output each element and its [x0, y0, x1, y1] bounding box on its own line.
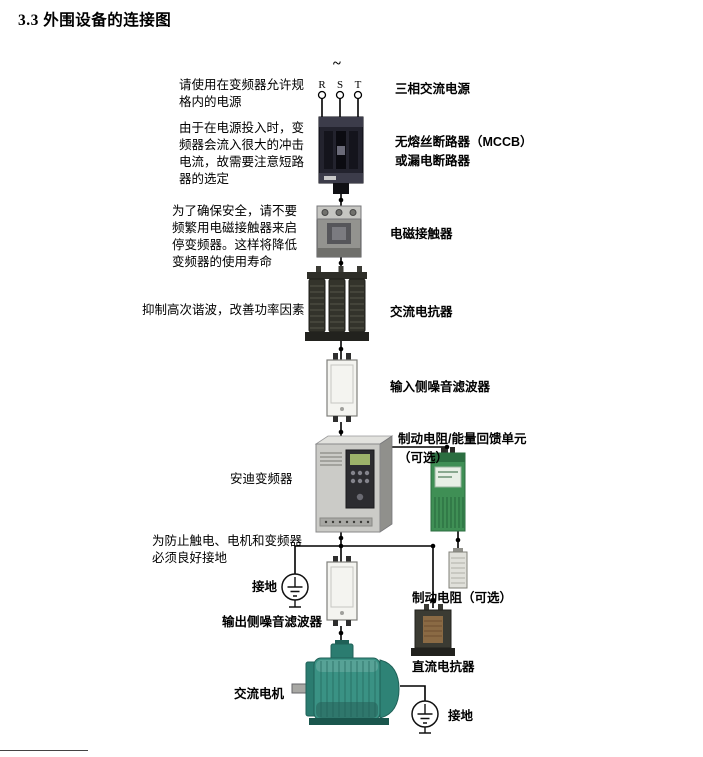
motor-label: 交流电机 [234, 687, 285, 701]
motor-fan-cover [379, 659, 400, 719]
breaker-terminal-block [333, 183, 349, 194]
reactor-base [305, 332, 369, 341]
mccb-label: 无熔丝断路器（MCCB） 或漏电断路器 [395, 135, 533, 168]
braking-unit-image [430, 447, 466, 532]
braking-resistor-image [448, 548, 468, 589]
note-power-spec: 请使用在变频器允许规 格内的电源 [179, 78, 305, 109]
dc-reactor-image [411, 604, 455, 656]
inverter-image [314, 435, 394, 533]
phase-s-label: S [336, 79, 344, 91]
motor-image [291, 640, 400, 725]
contactor-image [316, 205, 362, 258]
power-source-label: 三相交流电源 [395, 82, 471, 96]
ground-right-label: 接地 [448, 709, 474, 723]
note-inrush-current: 由于在电源投入时，变 频器会流入很大的冲击 电流，故需要注意短路 器的选定 [179, 121, 305, 186]
output-noise-filter-image [326, 556, 358, 626]
power-terminals [317, 90, 363, 100]
phase-t-label: T [354, 79, 362, 91]
ac-reactor-image [305, 266, 369, 341]
section-title: 3.3 外围设备的连接图 [18, 12, 172, 29]
contactor-screw [335, 209, 343, 216]
breaker-toggle [337, 146, 345, 155]
terminal-dots [338, 197, 461, 636]
ground-symbol-right [411, 700, 439, 734]
contactor-screw [349, 209, 357, 216]
ac-reactor-label: 交流电抗器 [390, 305, 453, 319]
ground-left-label: 接地 [252, 580, 278, 594]
note-harmonics: 抑制高次谐波，改善功率因素 [142, 303, 305, 317]
mccb-breaker-image [318, 116, 364, 194]
phase-r-label: R [318, 79, 326, 91]
braking-unit-fins [434, 497, 464, 528]
footer-rule [0, 750, 88, 751]
note-grounding: 为防止触电、电机和变频器 必须良好接地 [152, 534, 303, 565]
note-contactor-warning: 为了确保安全，请不要 频繁用电磁接触器来启 停变频器。这样将降低 变频器的使用寿… [172, 204, 298, 269]
output-filter-label: 输出侧噪音滤波器 [222, 615, 323, 629]
motor-shaft [291, 683, 307, 694]
dc-reactor-base [411, 648, 455, 656]
dc-reactor-winding [423, 616, 443, 643]
inverter-name-label: 安迪变频器 [230, 472, 293, 486]
braking-unit-label: 制动电阻/能量回馈单元 （可选） [398, 432, 527, 465]
ac-tilde-symbol: ~ [333, 56, 341, 72]
contactor-screw [321, 209, 329, 216]
input-noise-filter-image [326, 353, 358, 422]
braking-resistor-label: 制动电阻（可选） [412, 591, 513, 605]
dc-reactor-label: 直流电抗器 [412, 660, 475, 674]
motor-fins [320, 661, 376, 717]
inverter-vents [320, 452, 342, 466]
ground-symbol-left [281, 573, 309, 608]
input-filter-label: 输入侧噪音滤波器 [390, 380, 491, 394]
contactor-label: 电磁接触器 [390, 227, 453, 241]
motor-feet [309, 718, 389, 725]
inverter-display [350, 454, 370, 465]
